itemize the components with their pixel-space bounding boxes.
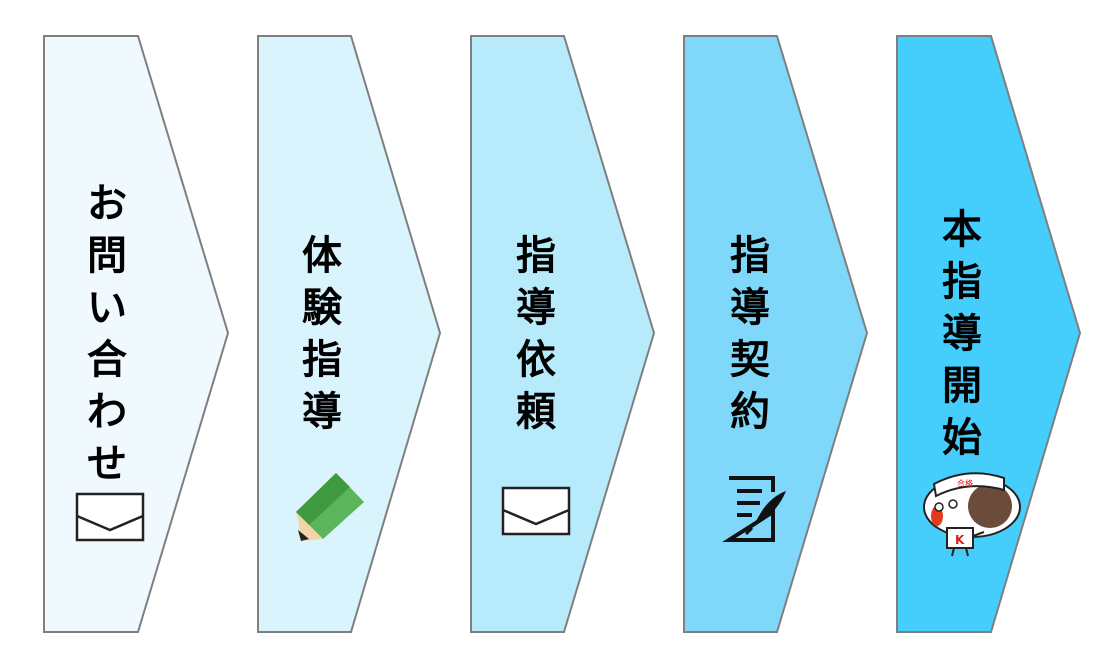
step-5-label: 本指導開始 xyxy=(942,207,982,461)
step-2-chevron xyxy=(257,35,442,633)
step-3-chevron xyxy=(470,35,656,633)
step-4: 指導契約 xyxy=(683,35,869,633)
step-4-chevron xyxy=(683,35,869,633)
step-3: 指導依頼 xyxy=(470,35,656,633)
step-1-chevron xyxy=(43,35,230,633)
step-1: お問い合わせ xyxy=(43,35,230,633)
step-2: 体験指導 xyxy=(257,35,442,633)
step-4-label: 指導契約 xyxy=(730,233,770,435)
step-5-chevron xyxy=(896,35,1082,633)
contract-document-icon xyxy=(722,476,786,542)
mascot-cap-text: 合格 xyxy=(957,478,973,488)
step-5: 本指導開始 合格 K xyxy=(896,35,1082,633)
step-1-label: お問い合わせ xyxy=(87,181,127,487)
mascot-character-icon: 合格 K xyxy=(923,472,1021,557)
envelope-icon xyxy=(75,492,145,542)
envelope-icon xyxy=(501,486,571,536)
step-2-label: 体験指導 xyxy=(302,233,343,435)
pencil-icon xyxy=(296,473,364,541)
mascot-shirt-letter: K xyxy=(955,533,965,547)
step-3-label: 指導依頼 xyxy=(516,233,557,435)
